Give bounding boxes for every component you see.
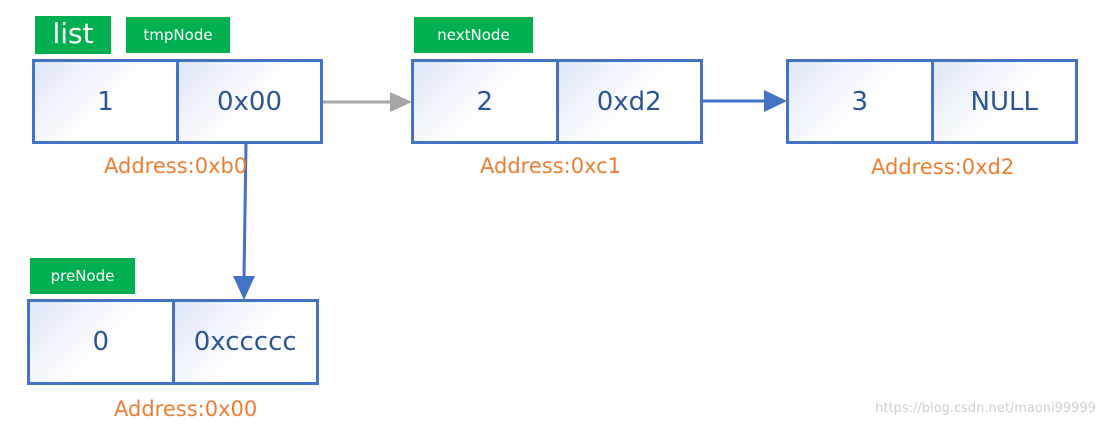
node-3: 3 NULL [786,59,1078,144]
pre-node-pointer: 0xccccc [171,302,316,382]
pre-node-address: Address:0x00 [114,397,258,421]
arrow-node2-to-node3 [702,90,787,112]
node-3-pointer: NULL [930,62,1075,141]
node-2-value: 2 [414,62,556,141]
node-1: 1 0x00 [32,59,323,144]
node-2-pointer: 0xd2 [555,62,700,141]
pre-node-value: 0 [30,302,172,382]
list-label: list [35,16,111,54]
arrow-node1-to-node2 [321,92,412,112]
node-2-address: Address:0xc1 [480,154,622,178]
node-1-pointer: 0x00 [176,62,320,141]
pre-node: 0 0xccccc [27,299,319,385]
watermark: https://blog.csdn.net/maoni99999 [875,401,1096,416]
node-3-address: Address:0xd2 [871,155,1015,179]
node-1-address: Address:0xb0 [104,154,248,178]
tmpnode-label: tmpNode [126,17,230,53]
nextnode-label: nextNode [414,17,533,53]
node-3-value: 3 [789,62,931,141]
node-1-value: 1 [35,62,176,141]
prenode-label: preNode [30,258,135,294]
arrow-node1-to-prenode [233,142,255,300]
node-2: 2 0xd2 [411,59,703,144]
